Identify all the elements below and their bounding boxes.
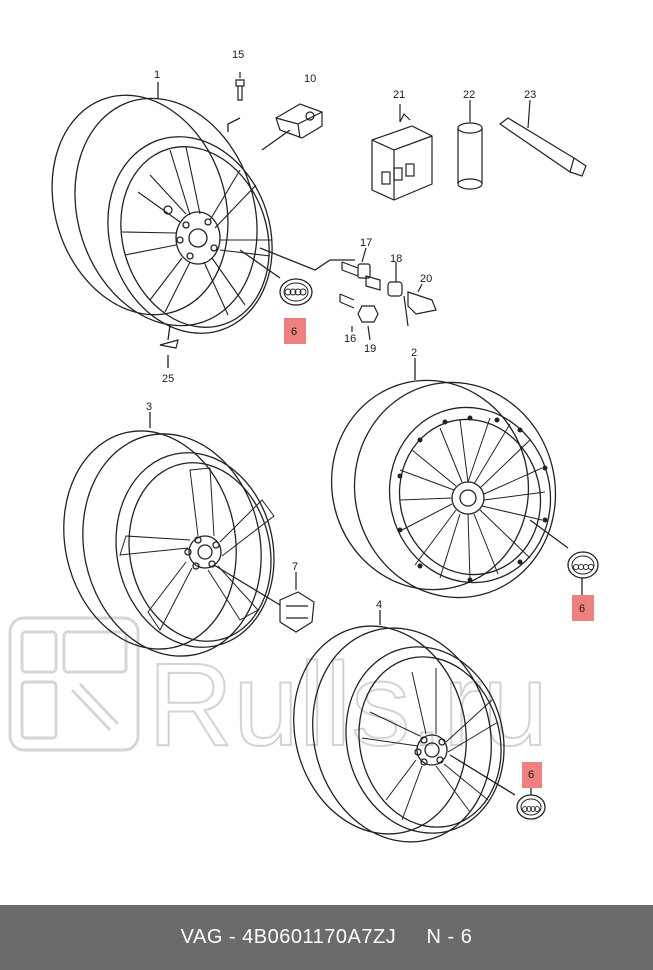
spider-cap [279, 572, 315, 633]
callout-2: 2 [411, 347, 417, 359]
footer-part-label: VAG - 4B0601170A7ZJ [180, 926, 397, 948]
callout-6-secondary: 6 [579, 603, 585, 615]
wheel-4 [293, 610, 532, 843]
accessories [371, 99, 587, 201]
wheel-3 [63, 412, 281, 657]
center-cap-1 [279, 278, 313, 306]
center-cap-2 [567, 551, 599, 579]
footer-position-label: N - 6 [426, 926, 473, 948]
callout-19: 19 [364, 343, 376, 355]
callout-6-primary: 6 [291, 326, 297, 338]
wheel-1 [51, 82, 355, 368]
valve-parts [159, 72, 437, 349]
center-cap-3 [516, 794, 546, 820]
watermark: Rulls.ru [8, 616, 549, 772]
callout-23: 23 [524, 89, 536, 101]
highlight-box-secondary [572, 595, 594, 621]
callout-10: 10 [304, 73, 316, 85]
callout-18: 18 [390, 253, 402, 265]
callout-7: 7 [292, 561, 298, 573]
callout-17: 17 [360, 237, 372, 249]
wheel-2 [330, 358, 583, 599]
footer-separator [396, 926, 426, 949]
callout-21: 21 [393, 89, 405, 101]
callout-20: 20 [420, 273, 432, 285]
highlight-box-primary [284, 318, 306, 344]
callout-22: 22 [463, 89, 475, 101]
callout-1: 1 [154, 69, 160, 81]
parts-diagram: Rulls.ru [8, 49, 599, 843]
callout-4: 4 [376, 599, 382, 611]
callout-25: 25 [162, 373, 174, 385]
footer-bar: VAG - 4B0601170A7ZJ N - 6 [0, 905, 653, 970]
highlight-box-tertiary [522, 762, 542, 788]
callout-15: 15 [232, 49, 244, 61]
callout-3: 3 [146, 401, 152, 413]
watermark-text: Rulls.ru [148, 639, 548, 771]
callout-16: 16 [344, 333, 356, 345]
callout-6-tertiary: 6 [528, 769, 534, 781]
